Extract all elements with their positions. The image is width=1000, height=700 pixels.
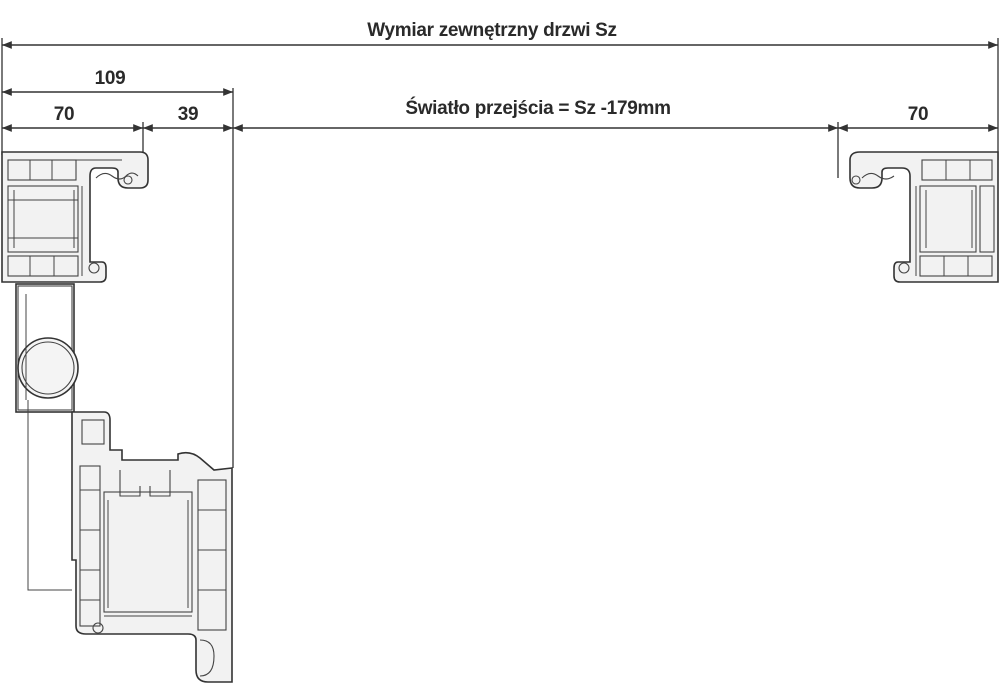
right-frame-dimension: 70 xyxy=(838,104,998,132)
left-sash-dimension: 39 xyxy=(143,104,233,132)
outer-width-label: Wymiar zewnętrzny drzwi Sz xyxy=(367,20,616,41)
passage-label: Światło przejścia = Sz -179mm xyxy=(405,97,670,119)
left-sash-label: 39 xyxy=(178,104,199,125)
right-frame-label: 70 xyxy=(908,104,929,125)
left-frame-label: 70 xyxy=(54,104,75,125)
left-frame-profile xyxy=(1,151,149,283)
left-total-label: 109 xyxy=(95,68,126,89)
right-frame-profile xyxy=(849,151,999,283)
outer-width-dimension: Wymiar zewnętrzny drzwi Sz xyxy=(1,20,999,160)
hinge xyxy=(15,283,79,591)
left-sash-profile xyxy=(71,411,233,683)
passage-dimension: Światło przejścia = Sz -179mm xyxy=(233,97,839,178)
left-total-dimension: 109 xyxy=(2,68,234,468)
